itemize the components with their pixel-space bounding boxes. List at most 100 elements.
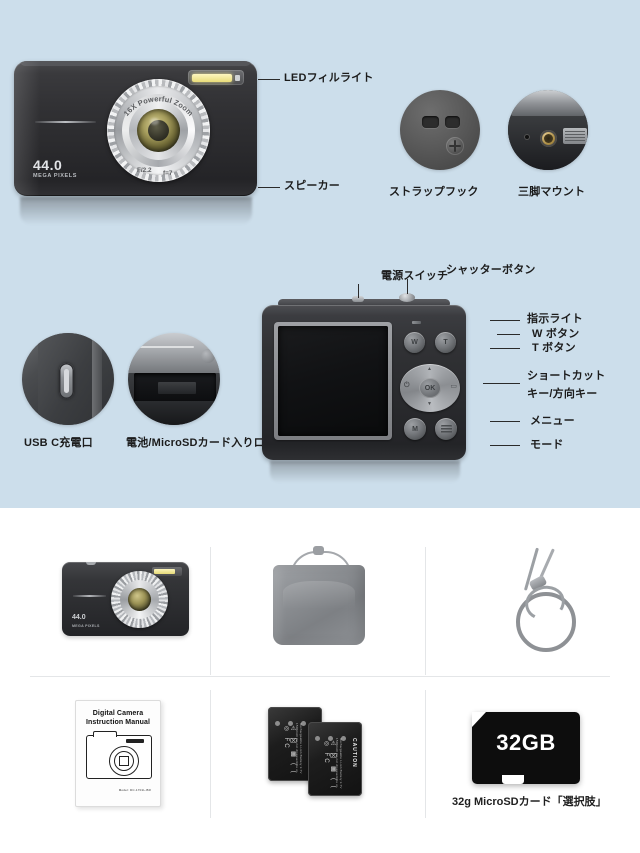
mini-camera-stripe [73,595,106,597]
front-camera-body: 44.0 MEGA PIXELS 16X Powerful Zoom F/2.2… [14,61,257,196]
battery-cert-marks-2: ⚠ ⌧ ▩ ( ( ◎ FC [323,740,336,790]
menu-button [435,418,457,440]
manual-model-code: Model: DC-1701L-BR [118,788,151,792]
label-indicator-light: 指示ライト [527,313,583,325]
manual-lens-illustration [109,746,139,776]
power-timer-icon: ⏻ [404,382,410,389]
strap-hook-screw [446,137,464,155]
tripod-photo-top [508,90,588,118]
tripod-mount-photo [508,90,588,170]
accessory-microsd-card: 32GB [472,712,580,784]
label-led-fill-light: LEDフィルライト [284,72,374,84]
front-camera-speaker-stripe [35,121,96,123]
leader-w-button [497,334,520,335]
leader-shortcut-key [483,383,520,384]
display-icon: ▭ [450,383,457,390]
label-w-button: W ボタン [532,328,580,340]
mode-button: M [404,418,426,440]
usb-port-photo [22,333,114,425]
caption-microsd-card: 32g MicroSDカード「選択肢」 [452,796,607,808]
w-button-glyph: W [411,339,418,346]
strap-hook-photo [400,90,480,170]
leader-t-button [490,348,520,349]
accessory-battery-2: ⚠ ⌧ ▩ ( ( ◎ FC Rechargeable Li-ion Batte… [308,722,362,796]
mini-flash-lamp [154,569,175,574]
grid-divider-h1 [30,676,610,677]
led-fill-light-lamp [192,73,232,82]
megapixel-unit: MEGA PIXELS [33,173,77,179]
caption-battery-microsd-slot: 電池/MicroSDカード入りロ [126,437,265,449]
leader-power-switch [358,284,359,298]
front-camera-megapixel-badge: 44.0 MEGA PIXELS [33,157,77,180]
lens-aperture-text: F/2.2 [137,167,152,174]
t-zoom-in-button: T [435,332,456,353]
label-t-button: T ボタン [532,342,576,354]
lcd-screen [274,322,392,440]
grid-divider-v4 [425,690,426,818]
grid-divider-v3 [210,690,211,818]
label-mode: モード [530,439,564,451]
front-camera-top-edge [20,61,251,66]
mini-camera-flash [152,567,182,576]
pouch-drawstring-knot [313,546,324,555]
mini-camera-lens [111,571,168,628]
label-shortcut-key-line2: キー/方向キー [527,388,598,400]
leader-mode [490,445,520,446]
manual-title-line1: Digital Camera [92,710,144,717]
w-zoom-out-button: W [404,332,425,353]
mini-megapixel-value: 44.0 [72,614,86,621]
mode-button-glyph: M [412,425,418,433]
strap-hook-slot-right [445,116,460,128]
power-switch-control [352,296,364,302]
battery-fine-print-1: Rechargeable Li-ion Battery 3.7V 1500mAh… [294,723,303,774]
label-power-switch: 電源スイッチ [381,270,449,282]
tripod-label-plate [563,128,587,144]
usb-c-connector [59,363,74,399]
caption-usb-c-port: USB C充電口 [24,437,93,449]
accessory-instruction-manual: Digital Camera Instruction Manual Model:… [75,700,161,807]
label-menu: メニュー [530,415,575,427]
label-speaker: スピーカー [284,180,340,192]
front-camera-reflection [20,197,252,225]
strap-hook-slot-left [422,116,439,128]
battery-slot-photo [128,333,220,425]
tripod-screw-socket [540,130,557,147]
manual-camera-illustration [86,731,152,779]
led-fill-light-sensor [235,74,240,81]
microsd-capacity-text: 32GB [496,730,556,755]
battery-photo-base [128,401,220,425]
battery-fine-print-2: Rechargeable Li-ion Battery 3.7V 1500mAh… [334,738,343,789]
megapixel-value: 44.0 [33,157,63,173]
lens-zoom-text: 16X Powerful Zoom [122,94,195,118]
grid-divider-v1 [210,547,211,675]
front-camera-lens: 16X Powerful Zoom F/2.2 f=7 [107,79,210,182]
tripod-small-hole [524,134,530,140]
usb-photo-edge [92,333,102,425]
battery-contacts-2 [315,728,355,741]
svg-text:16X Powerful Zoom: 16X Powerful Zoom [122,94,195,118]
lens-focal-text: f=7 [163,170,173,177]
back-camera-body: W T ⏻ ▭ ▲ ▼ OK M [262,305,466,460]
battery-door-knob [201,349,215,363]
label-shortcut-key-line1: ショートカット [527,370,606,382]
leader-speaker [258,187,280,188]
accessory-pouch [273,565,365,645]
ok-button: OK [419,378,441,398]
shortcut-direction-pad: ⏻ ▭ ▲ ▼ OK [400,364,460,412]
battery-caution-text: CAUTION [351,738,357,768]
back-camera-reflection [270,461,460,483]
indicator-light-led [412,321,421,324]
menu-lines-icon [440,424,452,434]
shutter-button-control [399,293,415,302]
mini-megapixel-unit: MEGA PIXELS [72,624,100,628]
leader-menu [490,421,520,422]
caption-strap-hook: ストラップフック [389,186,479,198]
manual-title: Digital Camera Instruction Manual [76,709,160,727]
down-arrow-icon: ▼ [427,401,432,407]
back-camera-top-edge [278,299,450,308]
manual-title-line2: Instruction Manual [85,719,151,726]
leader-shutter-button [407,279,408,294]
caption-tripod-mount: 三脚マウント [518,186,586,198]
up-arrow-icon: ▲ [427,366,432,372]
